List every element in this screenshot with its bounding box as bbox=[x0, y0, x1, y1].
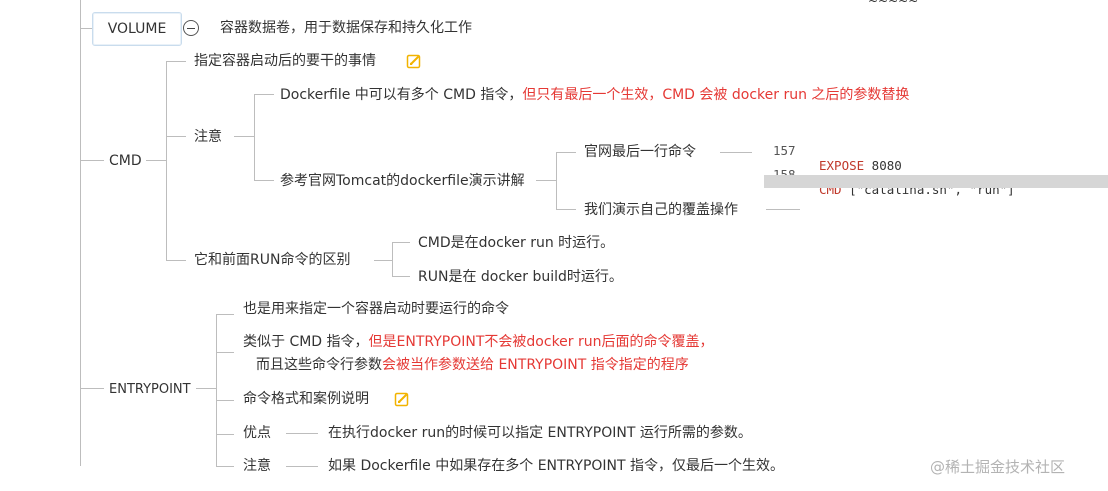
entrypoint-args-highlight: 会被当作参数送给 ENTRYPOINT 指令指定的程序 bbox=[382, 357, 689, 373]
connector bbox=[146, 160, 166, 161]
connector bbox=[216, 400, 234, 401]
connector bbox=[766, 209, 800, 210]
connector bbox=[80, 160, 104, 161]
entrypoint-note-topic[interactable]: 注意 bbox=[243, 458, 271, 474]
cmd-note-topic[interactable]: 注意 bbox=[194, 129, 222, 145]
connector bbox=[374, 260, 392, 261]
note-icon[interactable] bbox=[394, 391, 410, 407]
connector bbox=[254, 180, 274, 181]
connector bbox=[254, 94, 255, 180]
connector bbox=[536, 180, 556, 181]
connector bbox=[216, 352, 234, 353]
connector bbox=[166, 61, 186, 62]
entrypoint-advantage-topic[interactable]: 优点 bbox=[243, 425, 271, 441]
code-line: 157 EXPOSE 8080 bbox=[762, 128, 902, 188]
official-last-line-topic[interactable]: 官网最后一行命令 bbox=[584, 144, 696, 160]
connector bbox=[216, 434, 234, 435]
code-keyword: EXPOSE bbox=[819, 158, 865, 173]
entrypoint-purpose[interactable]: 也是用来指定一个容器启动时要运行的命令 bbox=[243, 301, 509, 317]
volume-description: 容器数据卷，用于数据保存和持久化工作 bbox=[220, 20, 472, 36]
connector bbox=[166, 260, 186, 261]
watermark: @稀土掘金技术社区 bbox=[930, 458, 1066, 476]
connector bbox=[80, 388, 104, 389]
entrypoint-similar-cmd[interactable]: 类似于 CMD 指令，但是ENTRYPOINT不会被docker run后面的命… bbox=[243, 333, 714, 351]
entrypoint-args-line[interactable]: 而且这些命令行参数会被当作参数送给 ENTRYPOINT 指令指定的程序 bbox=[256, 356, 689, 374]
connector bbox=[216, 466, 234, 467]
cmd-note-item-multiple-highlight: 但只有最后一个生效，CMD 会被 docker run 之后的参数替换 bbox=[522, 87, 910, 103]
dockerfile-code-snippet: 157 EXPOSE 8080 158 CMD ["catalina.sh", … bbox=[762, 124, 1108, 197]
connector bbox=[234, 136, 254, 137]
cmd-note-item-multiple-text: Dockerfile 中可以有多个 CMD 指令， bbox=[280, 87, 523, 103]
connector bbox=[166, 136, 186, 137]
entrypoint-args-text: 而且这些命令行参数 bbox=[256, 357, 382, 373]
connector bbox=[254, 94, 274, 95]
connector bbox=[556, 209, 576, 210]
entrypoint-format-examples[interactable]: 命令格式和案例说明 bbox=[243, 391, 369, 407]
run-build-time-item[interactable]: RUN是在 docker build时运行。 bbox=[418, 269, 623, 285]
connector bbox=[556, 152, 557, 209]
connector bbox=[166, 61, 167, 261]
connector bbox=[720, 152, 752, 153]
connector bbox=[392, 242, 410, 243]
code-horizontal-scrollbar[interactable] bbox=[764, 175, 1108, 188]
connector bbox=[196, 388, 216, 389]
code-content: EXPOSE 8080 bbox=[819, 158, 902, 173]
volume-topic[interactable]: VOLUME bbox=[92, 12, 182, 46]
entrypoint-similar-highlight: 但是ENTRYPOINT不会被docker run后面的命令覆盖， bbox=[368, 334, 714, 350]
root-trunk-line bbox=[80, 0, 81, 466]
entrypoint-topic[interactable]: ENTRYPOINT bbox=[109, 382, 191, 397]
connector bbox=[216, 314, 217, 466]
connector bbox=[286, 466, 318, 467]
entrypoint-advantage-text[interactable]: 在执行docker run的时候可以指定 ENTRYPOINT 运行所需的参数。 bbox=[328, 425, 752, 441]
cut-off-text: ~~~~~ bbox=[868, 0, 919, 8]
line-number: 157 bbox=[773, 143, 796, 158]
connector bbox=[80, 28, 92, 29]
cmd-topic[interactable]: CMD bbox=[109, 153, 142, 169]
cmd-run-diff-topic[interactable]: 它和前面RUN命令的区别 bbox=[194, 252, 351, 268]
cmd-child-purpose[interactable]: 指定容器启动后的要干的事情 bbox=[194, 53, 376, 69]
connector bbox=[392, 276, 410, 277]
entrypoint-similar-text: 类似于 CMD 指令， bbox=[243, 334, 369, 350]
collapse-icon[interactable] bbox=[183, 20, 199, 36]
entrypoint-note-text[interactable]: 如果 Dockerfile 中如果存在多个 ENTRYPOINT 指令，仅最后一… bbox=[328, 458, 785, 474]
connector bbox=[392, 242, 393, 276]
cmd-run-time-item[interactable]: CMD是在docker run 时运行。 bbox=[418, 235, 615, 251]
cmd-note-item-multiple[interactable]: Dockerfile 中可以有多个 CMD 指令，但只有最后一个生效，CMD 会… bbox=[280, 86, 909, 104]
cmd-note-item-tomcat[interactable]: 参考官网Tomcat的dockerfile演示讲解 bbox=[280, 173, 525, 189]
note-icon[interactable] bbox=[406, 53, 422, 69]
connector bbox=[556, 152, 576, 153]
connector bbox=[216, 314, 234, 315]
code-text: 8080 bbox=[864, 158, 902, 173]
connector bbox=[286, 433, 318, 434]
own-override-topic[interactable]: 我们演示自己的覆盖操作 bbox=[584, 202, 738, 218]
